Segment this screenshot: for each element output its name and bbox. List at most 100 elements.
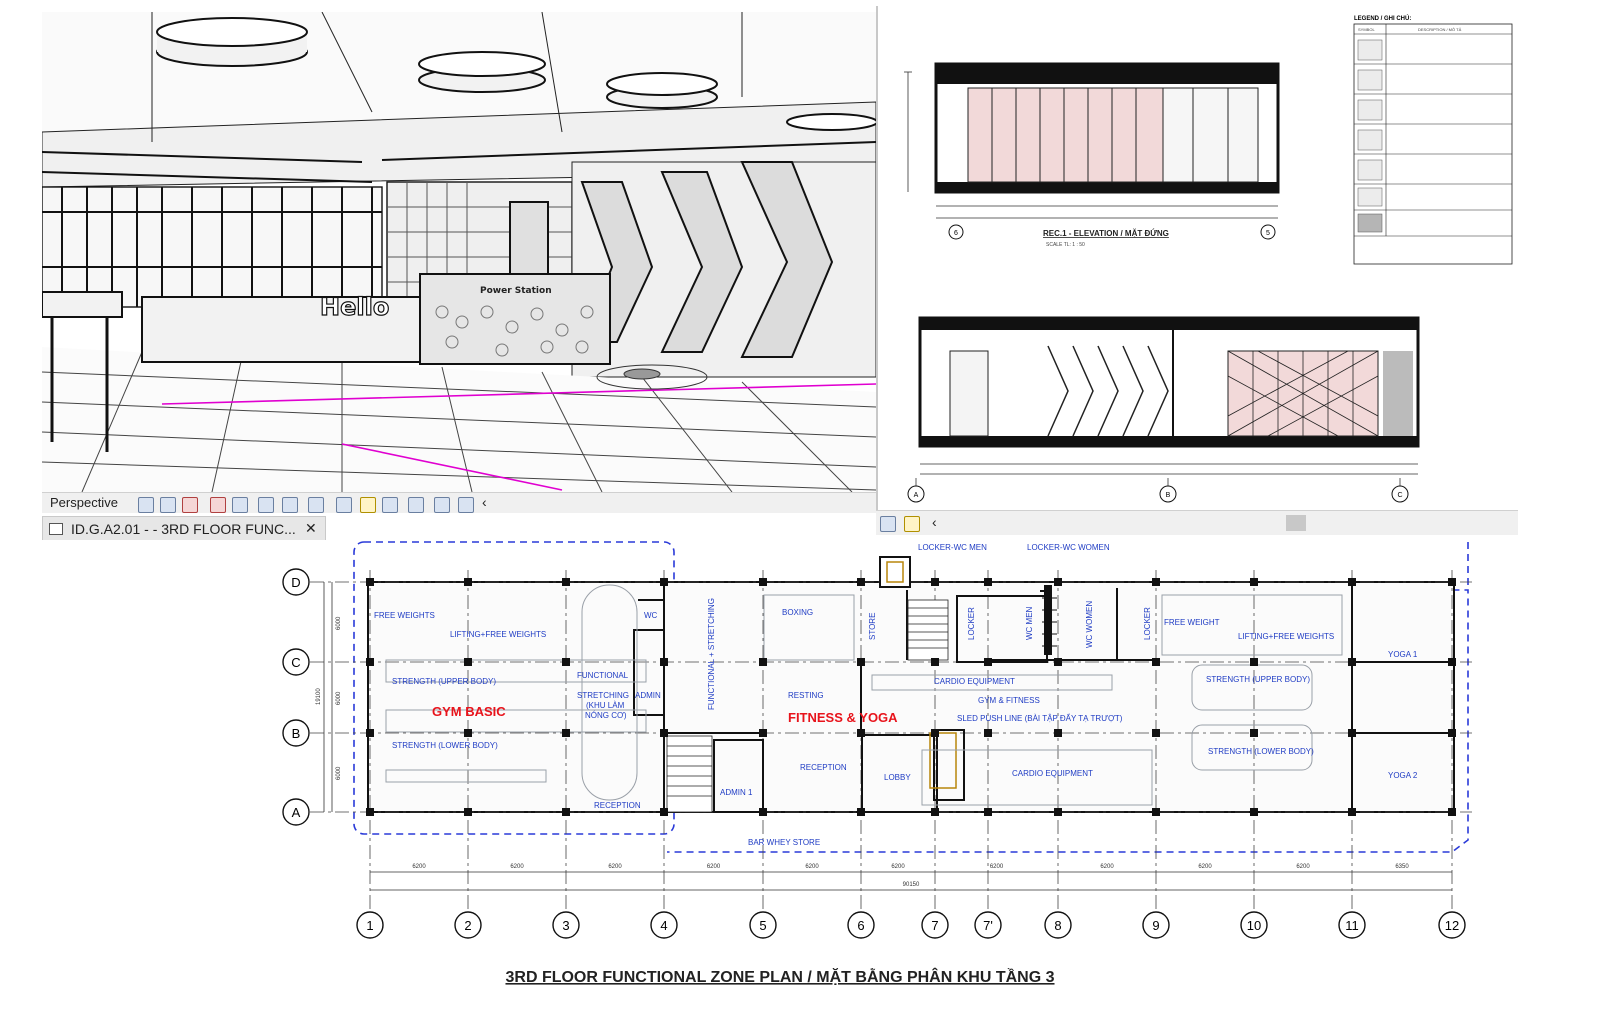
strength-lower-left-label: STRENGTH (LOWER BODY) <box>392 741 498 750</box>
strength-lower-right-label: STRENGTH (LOWER BODY) <box>1208 747 1314 756</box>
hello-sign-text: Hello <box>320 293 389 321</box>
model-icon[interactable] <box>408 497 424 513</box>
structural-column <box>1448 808 1456 816</box>
structural-column <box>857 578 865 586</box>
functional-left-label-2: STRETCHING <box>577 691 629 700</box>
dimension-text: 6200 <box>990 864 1004 870</box>
temp-hide-icon[interactable] <box>308 497 324 513</box>
dimension-text: 6200 <box>608 864 622 870</box>
structural-column <box>1054 658 1062 666</box>
show-crop-icon[interactable] <box>258 497 274 513</box>
row-grid-bubble <box>282 568 310 596</box>
boxing-label: BOXING <box>782 608 813 617</box>
structural-column <box>1250 578 1258 586</box>
admin1-label: ADMIN 1 <box>720 788 753 797</box>
chevron-left-icon[interactable]: ‹ <box>932 514 937 530</box>
dimension-text: 6200 <box>1296 864 1310 870</box>
structural-column <box>1348 658 1356 666</box>
structural-column <box>984 578 992 586</box>
column-grid-label: 9 <box>1152 918 1159 933</box>
cardio-equipment-1-label: CARDIO EQUIPMENT <box>934 677 1015 686</box>
floor-plan-viewport[interactable]: GYM BASIC FITNESS & YOGA FREE WEIGHTS LI… <box>42 540 1518 1010</box>
display-model-icon[interactable] <box>434 497 450 513</box>
horizontal-scrollbar-thumb[interactable] <box>1286 515 1306 531</box>
structural-column <box>660 808 668 816</box>
structural-column <box>464 729 472 737</box>
legend-header-desc: DESCRIPTION / MÔ TẢ <box>1418 27 1462 32</box>
structural-column <box>660 729 668 737</box>
visual-style-icon[interactable] <box>138 497 154 513</box>
crop-icon[interactable] <box>232 497 248 513</box>
render-icon[interactable] <box>382 497 398 513</box>
analytics-icon[interactable] <box>336 497 352 513</box>
locker-wc-women-label: LOCKER-WC WOMEN <box>1027 543 1110 552</box>
perspective-control-bar: Perspective ‹ <box>42 492 876 513</box>
gym-fitness-label: GYM & FITNESS <box>978 696 1040 705</box>
reception-left-label: RECEPTION <box>594 801 641 810</box>
store-label: STORE <box>868 613 877 640</box>
grid-5-label: 5 <box>1266 230 1270 237</box>
column-grid-bubble <box>552 911 580 939</box>
perspective-viewport[interactable]: Hello Power Station <box>42 12 876 492</box>
elevation-drawing: 6 5 REC.1 - ELEVATION / MẶT ĐỨNG SCALE T… <box>904 15 1513 503</box>
structural-column <box>1054 808 1062 816</box>
column-grid-bubble <box>1142 911 1170 939</box>
grid-c-label: C <box>1397 492 1402 499</box>
dimension-text: 6200 <box>510 864 524 870</box>
column-grid-bubble <box>1338 911 1366 939</box>
chevron-left-icon[interactable]: ‹ <box>482 494 487 510</box>
dimension-text: 6200 <box>805 864 819 870</box>
dimension-text: 6200 <box>707 864 721 870</box>
shadows-icon[interactable] <box>160 497 176 513</box>
document-tab-title: ID.G.A2.01 - - 3RD FLOOR FUNC... <box>71 521 296 537</box>
perspective-drawing: Hello Power Station <box>42 12 876 492</box>
column-grid-bubble <box>1438 911 1466 939</box>
structural-column <box>759 578 767 586</box>
worksharing-icon[interactable] <box>904 516 920 532</box>
yoga1-label: YOGA 1 <box>1388 650 1418 659</box>
gym-basic-zone-label: GYM BASIC <box>432 704 506 719</box>
column-grid-bubble <box>921 911 949 939</box>
hide-isolate-icon[interactable] <box>182 497 198 513</box>
analytics-icon[interactable] <box>880 516 896 532</box>
highlight-icon[interactable] <box>458 497 474 513</box>
structural-column <box>1348 578 1356 586</box>
reveal-icon[interactable] <box>210 497 226 513</box>
row-grid-bubble <box>282 798 310 826</box>
column-grid-label: 7 <box>931 918 938 933</box>
wc-women-label: WC WOMEN <box>1085 601 1094 648</box>
admin-label: ADMIN <box>635 691 661 700</box>
column-grid-bubble <box>356 911 384 939</box>
structural-column <box>660 658 668 666</box>
elevation-control-bar: ‹ <box>876 510 1518 535</box>
grid-6-label: 6 <box>954 230 958 237</box>
column-grid-label: 11 <box>1345 918 1359 933</box>
grid-b-label: B <box>1166 492 1171 499</box>
floor-plan-title: 3RD FLOOR FUNCTIONAL ZONE PLAN / MẶT BẰN… <box>505 967 1054 986</box>
close-icon[interactable]: ✕ <box>305 520 317 536</box>
functional-left-label-4: NÓNG CƠ) <box>585 711 627 720</box>
column-grid-bubble <box>847 911 875 939</box>
column-grid-bubble <box>454 911 482 939</box>
column-grid-label: 8 <box>1054 918 1061 933</box>
column-grid-label: 4 <box>660 918 667 933</box>
view-type-label: Perspective <box>50 495 118 510</box>
structural-column <box>984 658 992 666</box>
document-tab[interactable]: ID.G.A2.01 - - 3RD FLOOR FUNC... ✕ <box>42 516 326 541</box>
unlock-icon[interactable] <box>282 497 298 513</box>
structural-column <box>366 808 374 816</box>
bar-whey-store-label: BAR WHEY STORE <box>748 838 820 847</box>
structural-column <box>1448 729 1456 737</box>
elevation-viewport[interactable]: 6 5 REC.1 - ELEVATION / MẶT ĐỨNG SCALE T… <box>876 6 1520 510</box>
structural-column <box>931 808 939 816</box>
side-dimension-text: 6000 <box>336 616 342 630</box>
column-grid-label: 1 <box>366 918 373 933</box>
dimension-text: 6200 <box>891 864 905 870</box>
lifting-right-label: LIFTING+FREE WEIGHTS <box>1238 632 1334 641</box>
structural-column <box>366 578 374 586</box>
worksharing-icon[interactable] <box>360 497 376 513</box>
row-grid-bubble <box>282 648 310 676</box>
structural-column <box>857 808 865 816</box>
structural-column <box>562 729 570 737</box>
structural-column <box>1152 808 1160 816</box>
